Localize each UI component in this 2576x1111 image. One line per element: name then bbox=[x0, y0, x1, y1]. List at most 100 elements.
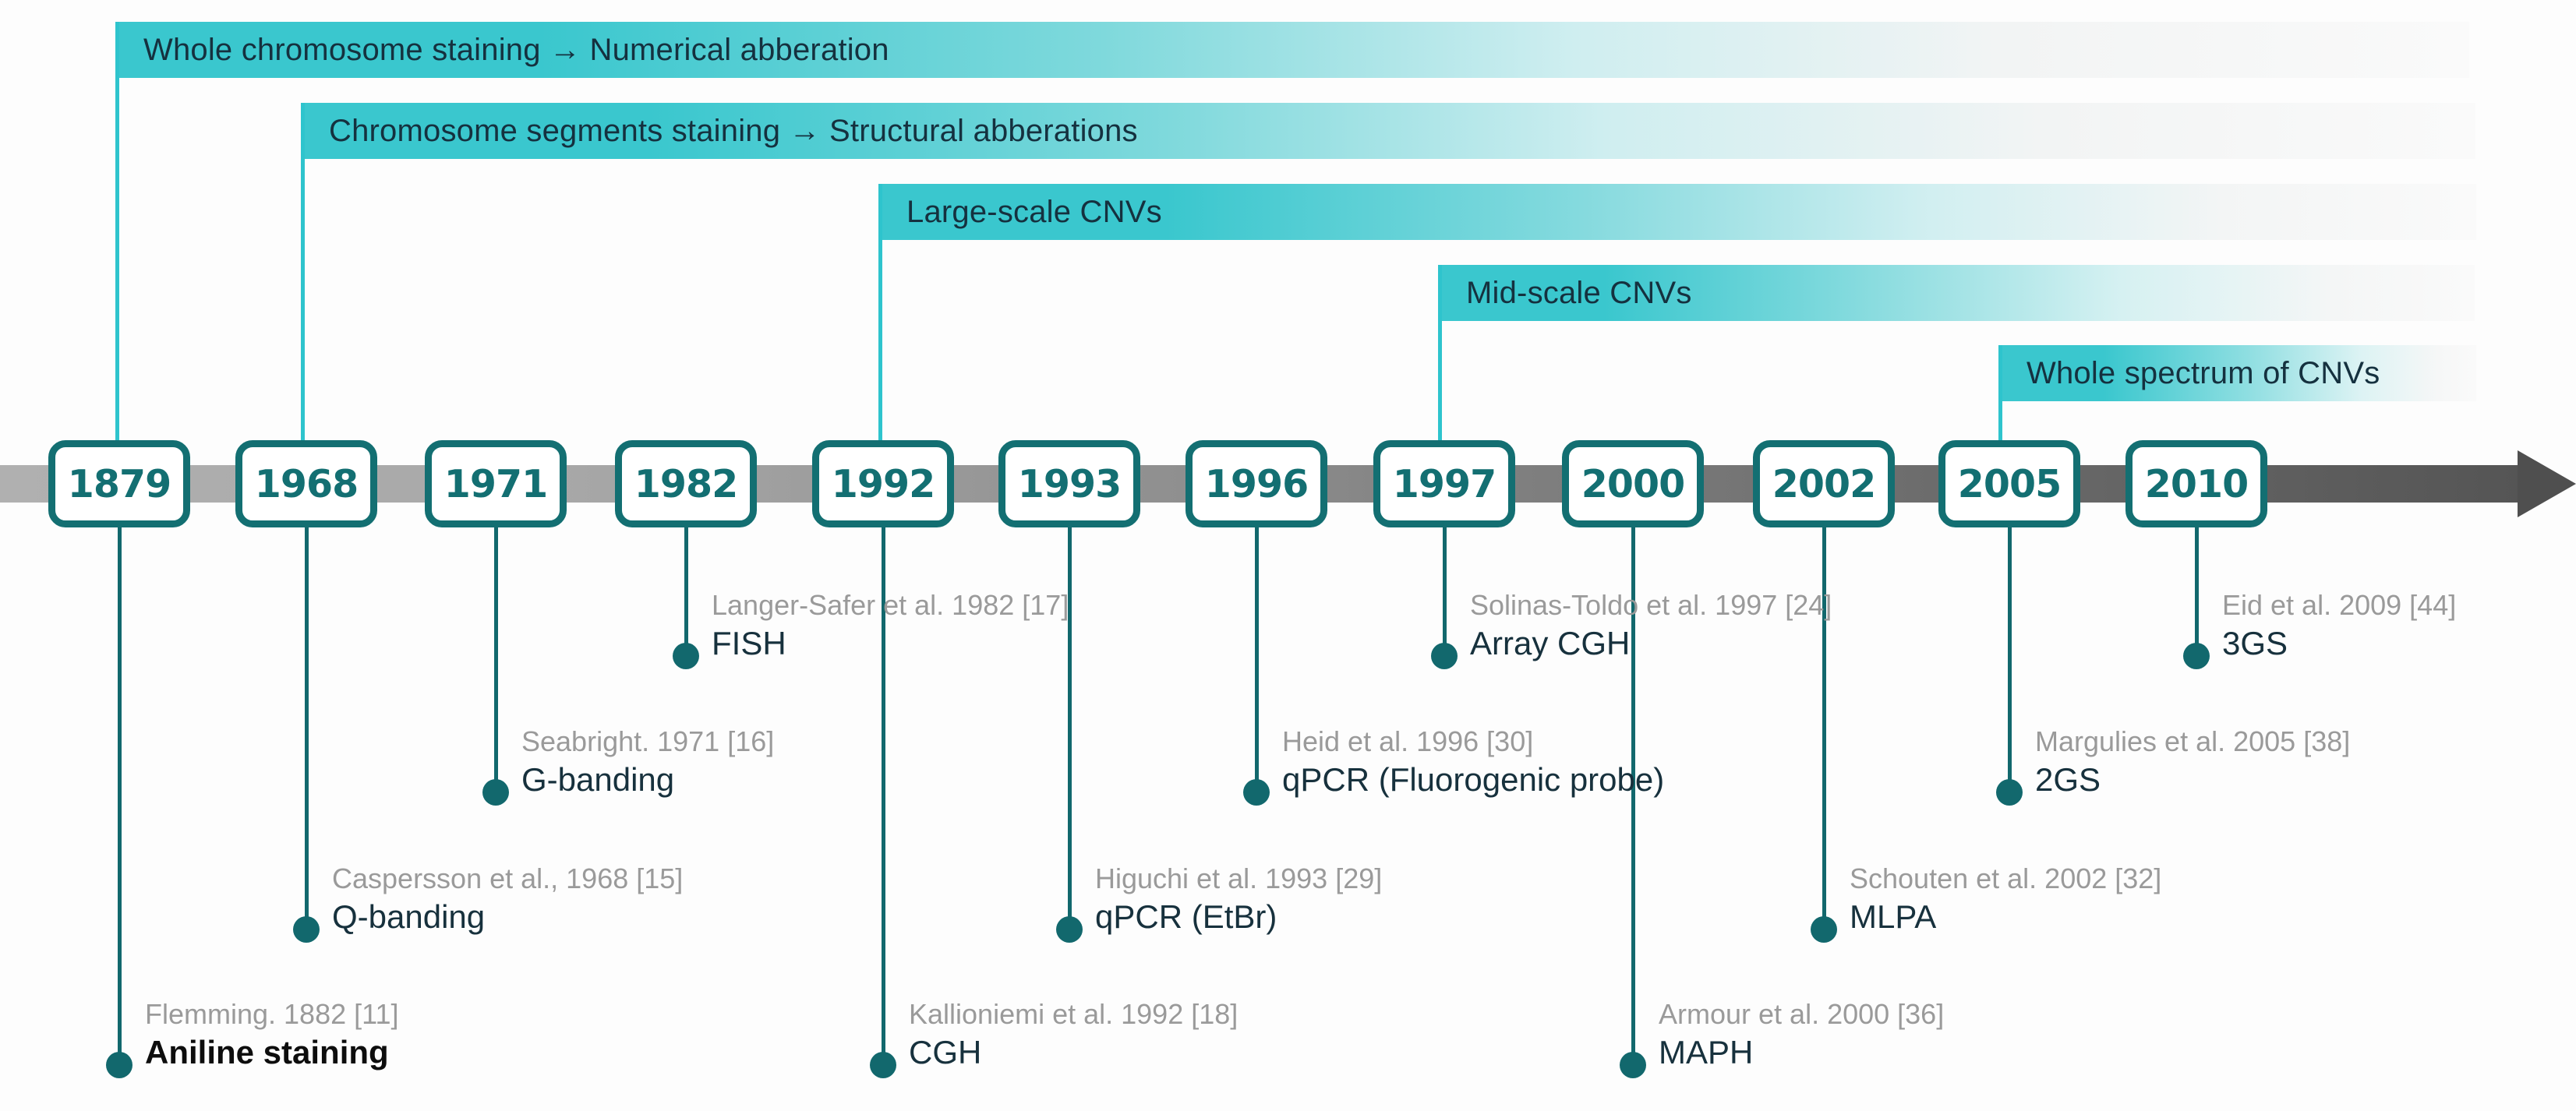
event-label-qpcr-fluorogenic-probe: Heid et al. 1996 [30] qPCR (Fluorogenic … bbox=[1282, 727, 1664, 797]
year-chip-1879[interactable]: 1879 bbox=[48, 440, 190, 527]
year-label: 1993 bbox=[1017, 461, 1122, 506]
category-stem-2005 bbox=[1998, 345, 2002, 458]
year-label: 1968 bbox=[254, 461, 359, 506]
event-name: Aniline staining bbox=[145, 1033, 389, 1070]
event-citation: Langer-Safer et al. 1982 [17] bbox=[712, 589, 1069, 621]
year-label: 1992 bbox=[831, 461, 935, 506]
event-label-mlpa: Schouten et al. 2002 [32] MLPA bbox=[1850, 864, 2161, 934]
event-name: CGH bbox=[909, 1033, 982, 1070]
event-citation: Flemming. 1882 [11] bbox=[145, 998, 399, 1030]
year-label: 2005 bbox=[1957, 461, 2062, 506]
year-chip-1971[interactable]: 1971 bbox=[425, 440, 567, 527]
category-stem-1997 bbox=[1438, 265, 1442, 458]
event-stem-cgh bbox=[882, 527, 885, 1065]
event-name: 2GS bbox=[2035, 760, 2101, 798]
year-chip-1996[interactable]: 1996 bbox=[1186, 440, 1327, 527]
event-name: qPCR (EtBr) bbox=[1095, 898, 1277, 935]
category-bar-whole-chromosome-staining: Whole chromosome staining → Numerical ab… bbox=[115, 22, 2469, 78]
event-stem-aniline-staining bbox=[118, 527, 122, 1065]
category-stem-1968 bbox=[301, 103, 305, 458]
event-dot-fish bbox=[673, 643, 699, 669]
event-name: qPCR (Fluorogenic probe) bbox=[1282, 760, 1665, 798]
event-name: FISH bbox=[712, 624, 786, 661]
year-chip-2000[interactable]: 2000 bbox=[1562, 440, 1704, 527]
event-name: MAPH bbox=[1659, 1033, 1754, 1070]
event-dot-q-banding bbox=[293, 916, 320, 943]
event-stem-maph bbox=[1631, 527, 1635, 1065]
event-label-aniline-staining: Flemming. 1882 [11] Aniline staining bbox=[145, 1000, 399, 1070]
event-stem-qpcr-fluorogenic-probe bbox=[1255, 527, 1259, 792]
year-label: 2002 bbox=[1772, 461, 1876, 506]
event-citation: Eid et al. 2009 [44] bbox=[2222, 589, 2457, 621]
category-stem-1992 bbox=[878, 184, 882, 458]
event-stem-array-cgh bbox=[1443, 527, 1447, 656]
timeline-arrow-icon bbox=[2518, 450, 2576, 517]
event-dot-aniline-staining bbox=[106, 1052, 133, 1078]
category-bar-label: Mid-scale CNVs bbox=[1466, 275, 1692, 310]
year-chip-2002[interactable]: 2002 bbox=[1753, 440, 1895, 527]
year-chip-1993[interactable]: 1993 bbox=[998, 440, 1140, 527]
year-chip-2010[interactable]: 2010 bbox=[2125, 440, 2267, 527]
event-name: MLPA bbox=[1850, 898, 1937, 935]
event-citation: Solinas-Toldo et al. 1997 [24] bbox=[1470, 589, 1832, 621]
event-dot-cgh bbox=[870, 1052, 896, 1078]
event-dot-2gs bbox=[1996, 779, 2023, 806]
event-citation: Heid et al. 1996 [30] bbox=[1282, 725, 1534, 757]
year-label: 2010 bbox=[2144, 461, 2249, 506]
event-label-cgh: Kallioniemi et al. 1992 [18] CGH bbox=[909, 1000, 1238, 1070]
event-citation: Higuchi et al. 1993 [29] bbox=[1095, 862, 1383, 894]
event-stem-3gs bbox=[2195, 527, 2199, 656]
category-bar-mid-scale-cnvs: Mid-scale CNVs bbox=[1438, 265, 2475, 321]
category-stem-1879 bbox=[115, 22, 119, 458]
category-bar-large-scale-cnvs: Large-scale CNVs bbox=[878, 184, 2476, 240]
year-chip-1982[interactable]: 1982 bbox=[615, 440, 757, 527]
year-chip-1968[interactable]: 1968 bbox=[235, 440, 377, 527]
event-label-2gs: Margulies et al. 2005 [38] 2GS bbox=[2035, 727, 2350, 797]
year-chip-1992[interactable]: 1992 bbox=[812, 440, 954, 527]
event-stem-q-banding bbox=[305, 527, 309, 929]
event-stem-qpcr-etbr bbox=[1068, 527, 1072, 929]
year-label: 1997 bbox=[1392, 461, 1496, 506]
event-dot-3gs bbox=[2183, 643, 2210, 669]
event-label-g-banding: Seabright. 1971 [16] G-banding bbox=[521, 727, 774, 797]
event-citation: Armour et al. 2000 [36] bbox=[1659, 998, 1945, 1030]
category-bar-label: Whole spectrum of CNVs bbox=[2027, 355, 2380, 390]
event-label-fish: Langer-Safer et al. 1982 [17] FISH bbox=[712, 591, 1069, 661]
event-dot-array-cgh bbox=[1431, 643, 1458, 669]
year-label: 1996 bbox=[1204, 461, 1309, 506]
event-label-maph: Armour et al. 2000 [36] MAPH bbox=[1659, 1000, 1944, 1070]
event-stem-mlpa bbox=[1822, 527, 1826, 929]
event-dot-mlpa bbox=[1811, 916, 1837, 943]
event-name: G-banding bbox=[521, 760, 675, 798]
event-citation: Seabright. 1971 [16] bbox=[521, 725, 775, 757]
event-stem-2gs bbox=[2008, 527, 2012, 792]
event-dot-maph bbox=[1620, 1052, 1646, 1078]
event-dot-g-banding bbox=[482, 779, 509, 806]
event-name: Q-banding bbox=[332, 898, 486, 935]
category-bar-chromosome-segments-staining: Chromosome segments staining → Structura… bbox=[301, 103, 2475, 159]
year-chip-1997[interactable]: 1997 bbox=[1373, 440, 1515, 527]
event-label-qpcr-etbr: Higuchi et al. 1993 [29] qPCR (EtBr) bbox=[1095, 864, 1382, 934]
event-dot-qpcr-fluorogenic-probe bbox=[1243, 779, 1270, 806]
event-name: 3GS bbox=[2222, 624, 2288, 661]
event-name: Array CGH bbox=[1470, 624, 1631, 661]
event-citation: Schouten et al. 2002 [32] bbox=[1850, 862, 2162, 894]
category-bar-label: Chromosome segments staining → Structura… bbox=[329, 113, 1138, 148]
event-label-array-cgh: Solinas-Toldo et al. 1997 [24] Array CGH bbox=[1470, 591, 1832, 661]
year-label: 1879 bbox=[67, 461, 171, 506]
year-label: 2000 bbox=[1581, 461, 1685, 506]
category-bar-label: Whole chromosome staining → Numerical ab… bbox=[143, 32, 889, 67]
event-citation: Kallioniemi et al. 1992 [18] bbox=[909, 998, 1239, 1030]
event-citation: Caspersson et al., 1968 [15] bbox=[332, 862, 684, 894]
event-citation: Margulies et al. 2005 [38] bbox=[2035, 725, 2351, 757]
event-label-q-banding: Caspersson et al., 1968 [15] Q-banding bbox=[332, 864, 683, 934]
event-stem-fish bbox=[684, 527, 688, 656]
year-label: 1971 bbox=[443, 461, 548, 506]
category-bar-whole-spectrum-of-cnvs: Whole spectrum of CNVs bbox=[1998, 345, 2476, 401]
year-label: 1982 bbox=[634, 461, 738, 506]
event-stem-g-banding bbox=[494, 527, 498, 792]
event-label-3gs: Eid et al. 2009 [44] 3GS bbox=[2222, 591, 2456, 661]
year-chip-2005[interactable]: 2005 bbox=[1938, 440, 2080, 527]
event-dot-qpcr-etbr bbox=[1056, 916, 1083, 943]
